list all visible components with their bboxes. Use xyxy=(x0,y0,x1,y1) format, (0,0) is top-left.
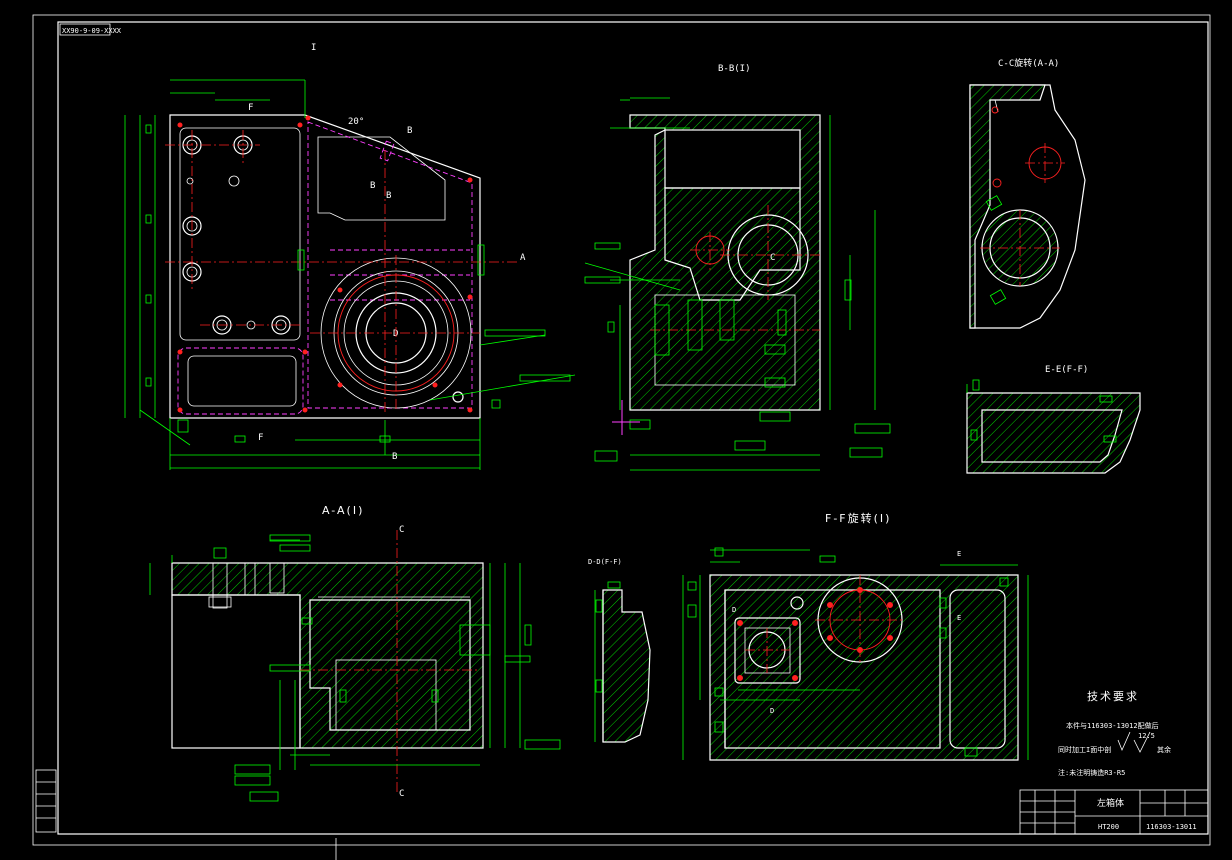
tech-line-2: 同时加工I面中剖 xyxy=(1058,745,1111,754)
b-mark-top: B xyxy=(407,126,412,136)
tech-remaining: 其余 xyxy=(1157,745,1171,754)
c-mark-top: C xyxy=(399,525,404,535)
tech-requirements: 技术要求 本件与116303-13012配做后 同时加工I面中剖 12.5 其余… xyxy=(1058,690,1171,777)
e-section-title: E-E(F-F) xyxy=(1045,365,1088,375)
b-section-view: B-B(I) xyxy=(584,64,891,471)
c-mark-b: C xyxy=(770,253,775,263)
c-section-view: C-C旋转(A-A) xyxy=(969,57,1086,329)
tech-heading: 技术要求 xyxy=(1087,690,1139,703)
b-mark-left: B xyxy=(370,181,375,191)
tech-line-3: 注:未注明铸造R3-R5 xyxy=(1058,768,1125,777)
d-mark-bottom: D xyxy=(770,707,774,715)
c-mark-bottom: C xyxy=(399,789,404,799)
tech-line-1: 本件与116303-13012配做后 xyxy=(1066,721,1159,730)
f-section-title: F-F旋转(I) xyxy=(825,511,891,525)
c-section-title: C-C旋转(A-A) xyxy=(998,57,1059,69)
d-mark-left: D xyxy=(732,606,736,614)
a-section-view: A-A(I) C C xyxy=(149,504,561,802)
b-mark-dim: B xyxy=(392,452,397,462)
e-mark-top: E xyxy=(957,550,961,558)
angle-mark: 20° xyxy=(348,117,364,127)
title-block: 左箱体 HT200 116303-13011 xyxy=(1019,789,1209,835)
b-section-title: B-B(I) xyxy=(718,64,751,74)
e-mark-mid: E xyxy=(957,614,961,622)
material: HT200 xyxy=(1098,823,1119,831)
part-name: 左箱体 xyxy=(1097,797,1124,809)
f-section-view: F-F旋转(I) xyxy=(682,511,1029,761)
a-section-title: A-A(I) xyxy=(322,504,364,517)
e-section-view: E-E(F-F) xyxy=(966,365,1141,474)
corner-code: XX90-9-09-XXXX xyxy=(62,27,122,35)
drawing-number: 116303-13011 xyxy=(1146,823,1197,831)
b-mark-bottom: B xyxy=(386,191,391,201)
sheet-border: XX90-9-09-XXXX xyxy=(32,14,1211,860)
f-mark-top: F xyxy=(248,103,253,113)
a-mark: A xyxy=(520,253,526,263)
main-view: I D xyxy=(124,43,576,470)
d-section-title: D-D(F-F) xyxy=(588,558,622,566)
roughness-value: 12.5 xyxy=(1138,732,1155,740)
d-section-view: D-D(F-F) xyxy=(588,558,651,743)
main-view-title: I xyxy=(311,43,316,53)
f-mark-bottom: F xyxy=(258,433,263,443)
